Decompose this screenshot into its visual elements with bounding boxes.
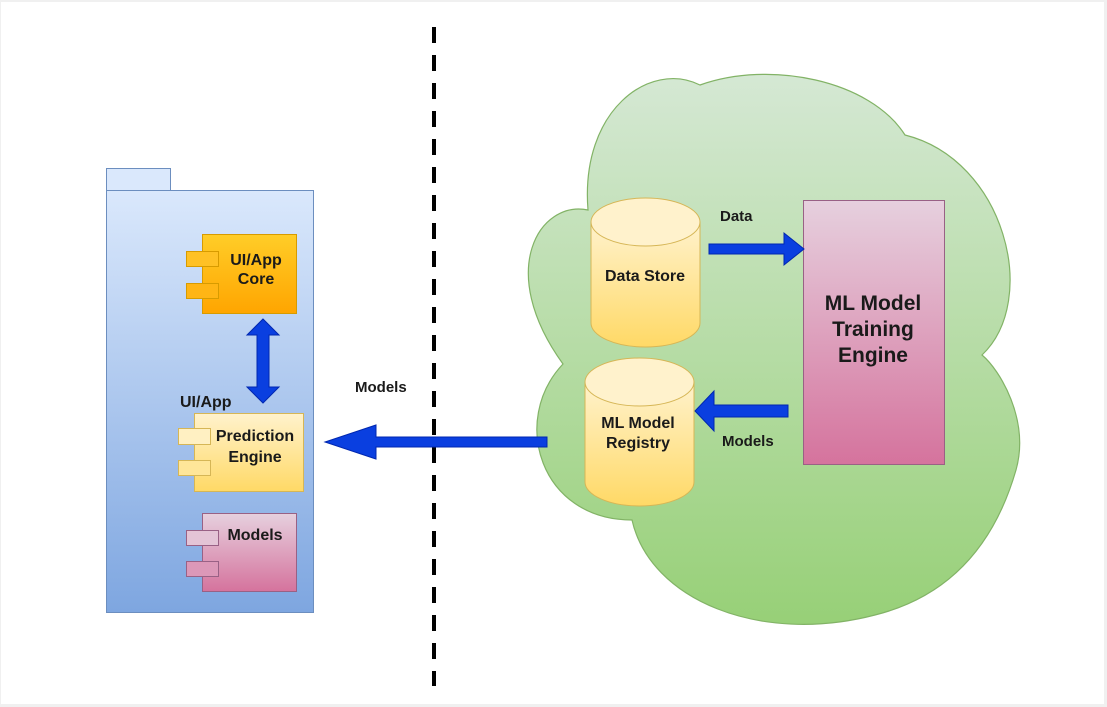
- component-port: [186, 561, 219, 577]
- data-store-cylinder[interactable]: Data Store: [590, 197, 701, 348]
- model-registry-label: Registry: [606, 435, 670, 452]
- models-to-prediction-label: Models: [355, 379, 407, 396]
- models-to-registry-arrow: [694, 389, 789, 433]
- component-port: [186, 530, 219, 546]
- package-label: UI/App: [180, 394, 232, 411]
- component-prediction-engine[interactable]: Prediction Engine: [178, 413, 304, 492]
- model-registry-cylinder[interactable]: ML Model Registry: [584, 357, 695, 507]
- component-label: UI/App: [230, 252, 282, 269]
- component-label: Engine: [228, 449, 281, 466]
- training-engine-label: Training: [832, 318, 914, 341]
- component-label: Core: [238, 271, 275, 288]
- models-to-prediction-arrow: [323, 424, 548, 460]
- component-ui-app-core[interactable]: UI/App Core: [186, 234, 297, 314]
- component-label: Models: [227, 527, 282, 544]
- component-port: [178, 428, 211, 445]
- data-arrow-label: Data: [720, 208, 753, 225]
- bidirectional-arrow: [245, 318, 281, 404]
- component-label: Prediction: [216, 428, 294, 445]
- cloud-boundary: [527, 73, 1021, 625]
- models-to-registry-label: Models: [722, 433, 774, 450]
- training-engine-label: ML Model: [825, 292, 921, 315]
- data-arrow: [708, 231, 805, 267]
- training-engine-label: Engine: [838, 344, 908, 367]
- data-store-label: Data Store: [605, 268, 685, 285]
- component-port: [186, 251, 219, 267]
- package-tab: [106, 168, 171, 191]
- model-registry-label: ML Model: [601, 415, 674, 432]
- component-port: [178, 460, 211, 476]
- component-port: [186, 283, 219, 299]
- training-engine-box[interactable]: ML Model Training Engine: [803, 200, 945, 465]
- component-models[interactable]: Models: [186, 513, 297, 592]
